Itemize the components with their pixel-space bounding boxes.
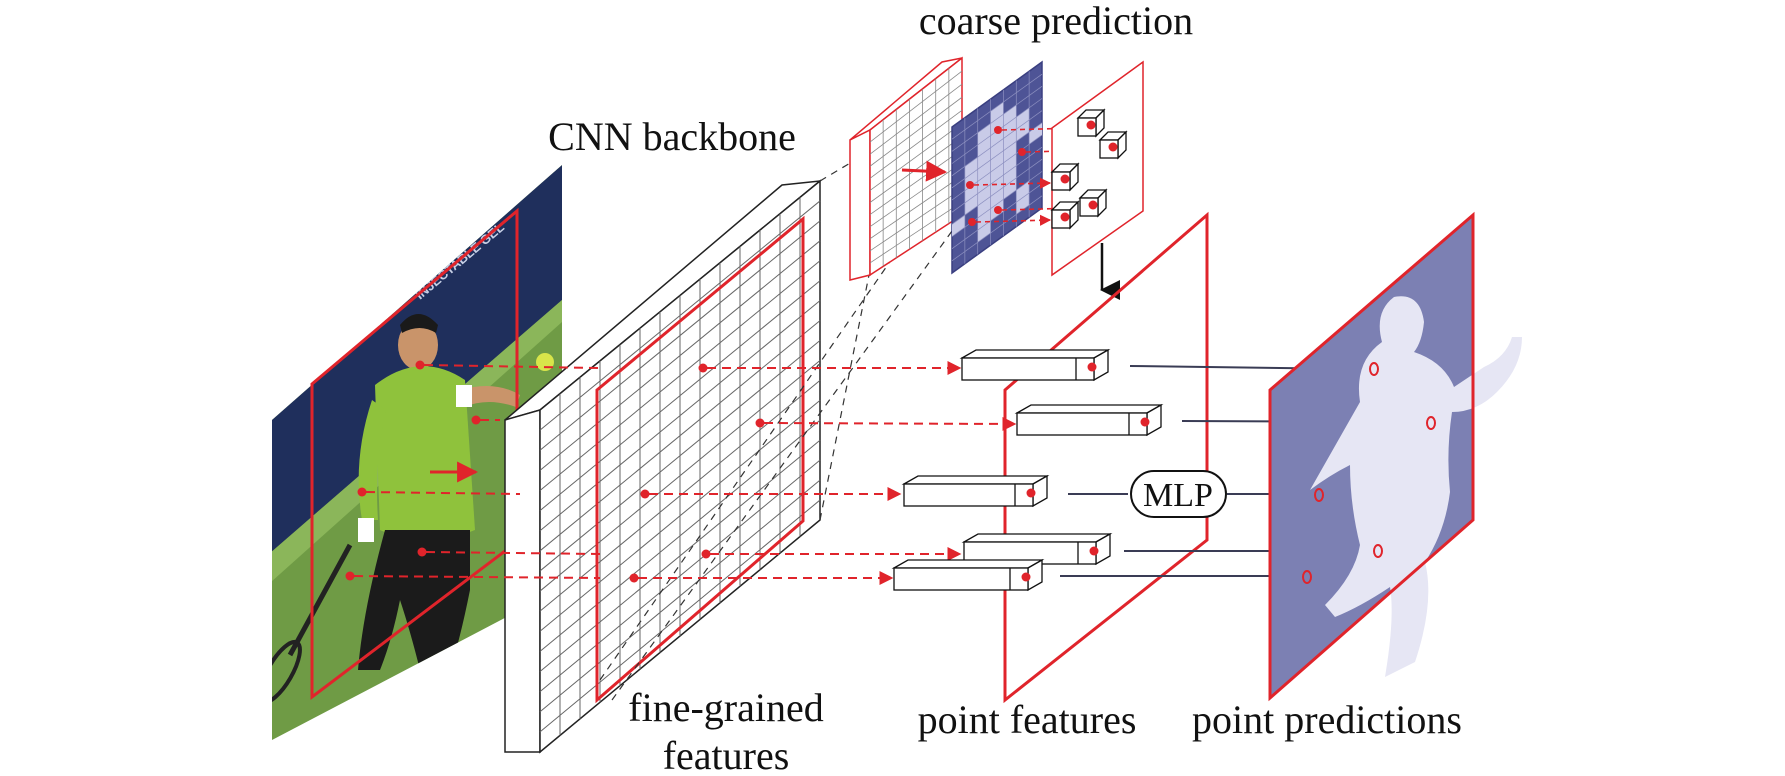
coarse-prediction-label: coarse prediction [919,0,1193,43]
mask-cell [977,147,991,170]
mask-cell [1016,180,1030,203]
mask-cell [1016,107,1030,130]
mask-cell [990,175,1004,197]
mask-cell [990,102,1004,124]
mask-cell [1029,122,1042,145]
mask-cell [977,196,991,218]
mask-cell [990,150,1004,173]
mask-cell [977,172,991,194]
sampled-point-cubes [1050,108,1128,230]
feature-bar [901,474,1050,508]
mask-cell [964,157,978,179]
mlp-label: MLP [1143,477,1213,514]
mask-cell [977,159,991,182]
mask-cell [977,208,991,231]
point-features-label: point features [918,697,1137,742]
point-cube [1078,188,1108,218]
mask-cell [964,181,978,203]
mask-cell [990,138,1004,160]
feature-sampling-lines [353,361,1017,585]
feature-bar [891,558,1045,592]
feature-bar [959,348,1111,382]
mask-cell [1003,141,1017,163]
fine-grained-label-line2: features [663,733,790,776]
cnn-backbone-label: CNN backbone [548,114,796,159]
mask-cell [990,187,1004,209]
coarse-prediction-mask [951,60,1043,275]
point-predictions-panel [1268,211,1522,702]
prediction-arrows [1060,360,1426,584]
mask-cell [1003,129,1017,151]
mask-cell [1016,192,1030,215]
mask-cell [990,162,1004,185]
mask-cell [1003,165,1017,188]
mask-cell [977,135,991,158]
mask-cell [1003,104,1017,127]
point-cube [1050,162,1080,192]
point-cube [1076,108,1106,138]
point-cube [1098,130,1128,160]
point-feature-vectors [891,348,1164,592]
right-arrow-icon [901,160,948,182]
mask-cell [1003,117,1017,139]
mask-cell [990,114,1004,136]
mask-cell [977,220,991,243]
coarse-feature-slab [849,56,963,281]
mask-cell [1003,153,1017,176]
point-cube [1050,200,1080,230]
mask-cell [952,215,965,237]
feature-bar [961,532,1113,566]
point-predictions-label: point predictions [1192,697,1462,742]
mask-cell [977,123,991,145]
mask-cell [964,193,978,216]
mlp-block: MLP [1130,470,1227,518]
point-features-panel [1003,211,1209,704]
feature-bar [1014,403,1164,437]
mask-cell [1016,119,1030,142]
fine-grained-label-line1: fine-grained [628,685,823,730]
mask-cell [977,184,991,206]
